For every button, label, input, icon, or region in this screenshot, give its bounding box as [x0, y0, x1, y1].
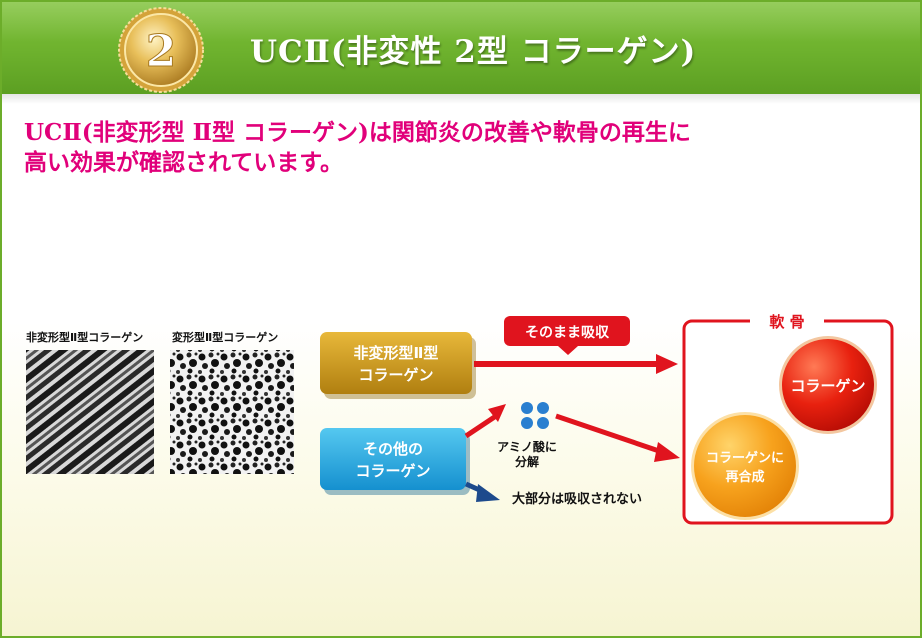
undenatured-box-line-2: コラーゲン [358, 366, 433, 384]
headline-line-2: 高い効果が確認されています。 [24, 149, 344, 176]
undenatured-photo-caption: 非変形型Ⅱ型コラーゲン [26, 330, 143, 344]
resynthesis-arrow [555, 413, 680, 462]
direct-absorption-arrow [474, 354, 678, 374]
panel-shadow [2, 94, 920, 104]
undenatured-box-line-1: 非変形型Ⅱ型 [354, 344, 439, 362]
cartilage-title: 軟 骨 [769, 313, 804, 331]
resynthesis-ball-line-1: コラーゲンに [706, 450, 784, 466]
absorbed-label-text: そのまま吸収 [525, 324, 610, 341]
headline-line-1: UCⅡ(非変形型 Ⅱ型 コラーゲン)は関節炎の改善や軟骨の再生に [24, 119, 691, 146]
undenatured-collagen-box: 非変形型Ⅱ型 コラーゲン [320, 332, 476, 399]
absorbed-label: そのまま吸収 [504, 316, 630, 355]
amino-breakdown-arrow [464, 404, 506, 439]
headline: UCⅡ(非変形型 Ⅱ型 コラーゲン)は関節炎の改善や軟骨の再生に 高い効果が確認… [24, 118, 824, 178]
not-absorbed-label: 大部分は吸収されない [512, 491, 642, 507]
number-medal-digit: 2 [146, 26, 177, 77]
amino-label-line-2: 分解 [515, 454, 539, 469]
section-title: UCⅡ(非変性 2型 コラーゲン) [250, 34, 697, 70]
amino-acid-dots-icon [521, 402, 549, 429]
resynthesis-ball: コラーゲンに 再合成 [691, 412, 799, 520]
amino-label-line-1: アミノ酸に [497, 439, 557, 454]
other-box-line-1: その他の [363, 440, 423, 458]
denatured-photo-caption: 変形型Ⅱ型コラーゲン [172, 330, 278, 344]
other-box-line-2: コラーゲン [355, 462, 430, 480]
undenatured-collagen-photo [26, 350, 154, 474]
not-absorbed-arrow [464, 481, 500, 502]
collagen-ball: コラーゲン [779, 336, 877, 434]
other-collagen-box: その他の コラーゲン [320, 428, 470, 495]
number-medal-icon: 2 [118, 7, 204, 93]
denatured-collagen-photo [170, 350, 294, 474]
resynthesis-ball-line-2: 再合成 [725, 469, 764, 485]
collagen-ball-label: コラーゲン [790, 377, 865, 395]
